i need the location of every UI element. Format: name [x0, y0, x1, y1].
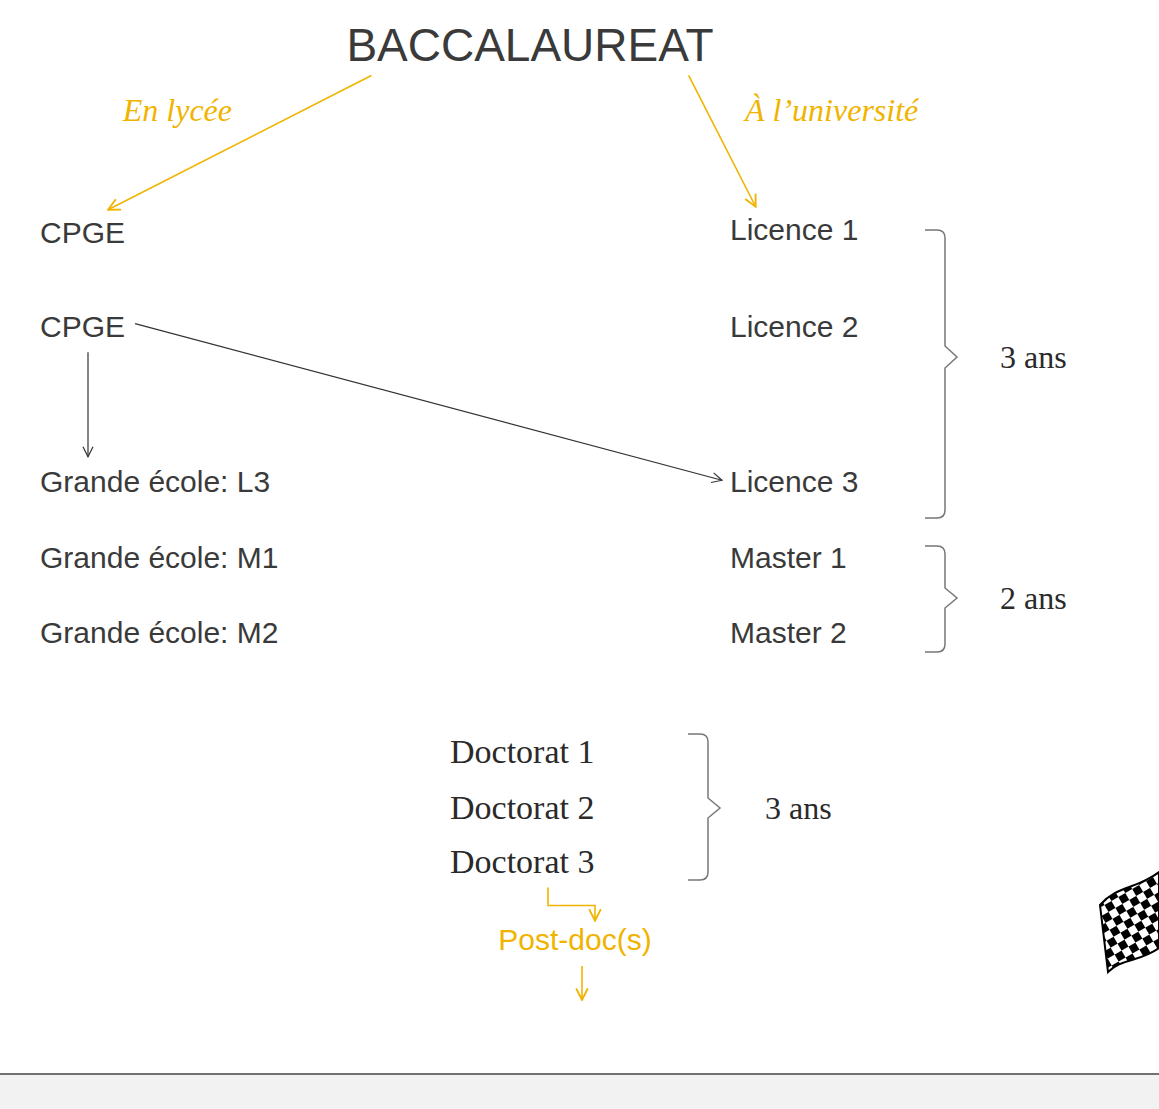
stage-text: Doctorat 2: [450, 788, 594, 827]
stage-text: Master 1: [730, 541, 847, 576]
duration-label: 3 ans: [765, 790, 832, 827]
flow-arrow: [135, 324, 722, 481]
arrow-down: [581, 966, 583, 1000]
stage-label: Grande école: L3: [40, 465, 270, 500]
stage-label: Grande école: M2: [40, 616, 278, 651]
stage-label: CPGE: [40, 216, 125, 251]
stage-text: BACCALAUREAT: [346, 19, 713, 72]
bracket: [925, 230, 957, 518]
duration-label: 3 ans: [1000, 339, 1067, 376]
stage-text: CPGE: [40, 216, 125, 251]
flow-arrow: [87, 352, 88, 457]
stage-label: CPGE: [40, 310, 125, 345]
bracket: [688, 734, 720, 880]
stage-text: Licence 1: [730, 213, 858, 248]
bracket: [925, 546, 957, 652]
path-label: En lycée: [123, 92, 232, 129]
stage-label: Doctorat 3: [450, 842, 594, 881]
stage-label: Licence 3: [730, 465, 858, 500]
stage-text: Doctorat 3: [450, 842, 594, 881]
stage-label: BACCALAUREAT: [346, 19, 713, 72]
stage-label: Master 1: [730, 541, 847, 576]
stage-text: Grande école: M2: [40, 616, 278, 651]
stage-text: Doctorat 1: [450, 732, 594, 771]
stage-label: Grande école: M1: [40, 541, 278, 576]
stage-text: Grande école: L3: [40, 465, 270, 500]
stage-label: Doctorat 2: [450, 788, 594, 827]
duration-label: 2 ans: [1000, 580, 1067, 617]
checkered-flag: [1100, 872, 1159, 972]
stage-text: Post-doc(s): [498, 923, 651, 958]
stage-text: Grande école: M1: [40, 541, 278, 576]
footer-band: [0, 1074, 1159, 1109]
footer-rule: [0, 1073, 1159, 1075]
stage-text: CPGE: [40, 310, 125, 345]
flow-arrow: [108, 75, 371, 209]
stage-text: Licence 2: [730, 310, 858, 345]
stage-label: Licence 1: [730, 213, 858, 248]
stage-text: Master 2: [730, 616, 847, 651]
stage-label: Master 2: [730, 616, 847, 651]
flow-arrow: [548, 888, 595, 921]
stage-label: Licence 2: [730, 310, 858, 345]
stage-label: Post-doc(s): [498, 923, 651, 958]
stage-label: Doctorat 1: [450, 732, 594, 771]
path-label: À l’université: [745, 92, 918, 129]
stage-text: Licence 3: [730, 465, 858, 500]
